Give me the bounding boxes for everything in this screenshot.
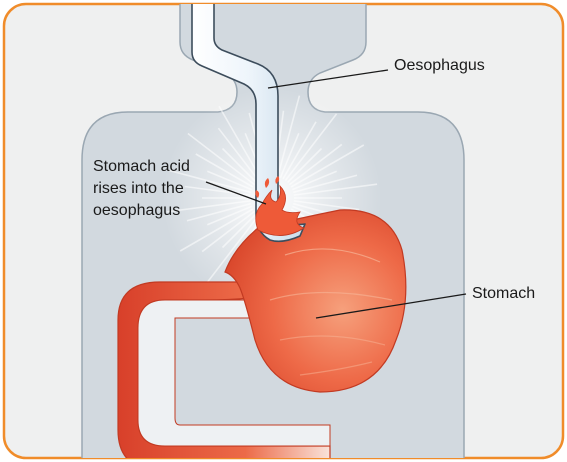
label-stomach: Stomach: [472, 283, 535, 305]
label-acid: Stomach acid rises into the oesophagus: [93, 156, 190, 222]
label-acid-line: Stomach acid: [93, 156, 190, 178]
label-acid-line: rises into the: [93, 178, 190, 200]
label-oesophagus: Oesophagus: [394, 55, 485, 77]
label-acid-line: oesophagus: [93, 200, 190, 222]
